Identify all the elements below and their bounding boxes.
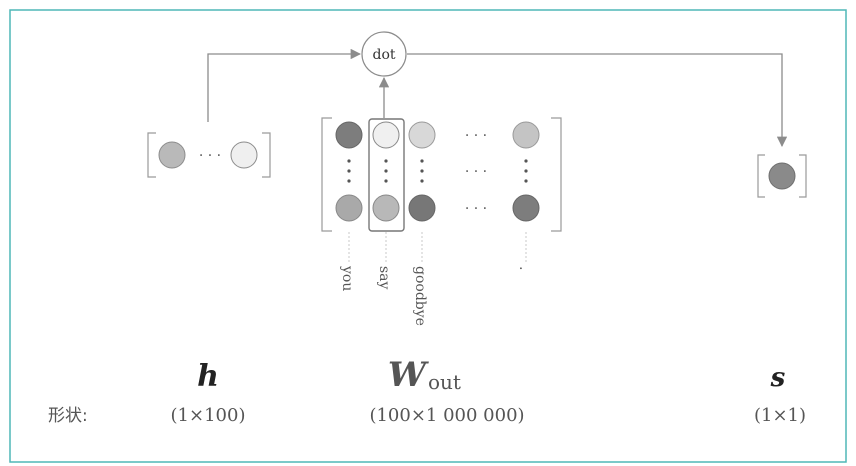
s-left-bracket	[757, 154, 765, 198]
w-left-bracket	[321, 117, 332, 232]
w-cell-top-period	[512, 121, 540, 149]
w-symbol-subscript: out	[428, 370, 461, 394]
w-cell-top-goodbye	[408, 121, 436, 149]
s-shape: (1×1)	[754, 405, 806, 426]
h-vector: · · ·	[147, 132, 271, 178]
arrow-dot-to-s	[407, 53, 788, 148]
s-element	[768, 162, 796, 190]
s-vector	[757, 154, 807, 198]
s-symbol: s	[770, 363, 786, 393]
dot-node: dot	[361, 31, 407, 77]
column-word-goodbye: goodbye	[412, 266, 428, 326]
outer-frame	[9, 9, 847, 463]
column-word-you: you	[339, 265, 355, 291]
w-cell-bottom-goodbye	[408, 194, 436, 222]
w-cell-top-you	[335, 121, 363, 149]
h-shape: (1×100)	[171, 405, 246, 426]
w-vertical-ellipses	[347, 159, 528, 183]
w-cell-bottom-period	[512, 194, 540, 222]
w-shape: (100×1 000 000)	[369, 405, 524, 426]
column-word-say: say	[376, 266, 392, 290]
w-right-bracket	[551, 117, 562, 232]
arrow-h-to-dot	[207, 48, 362, 122]
h-symbol: h	[197, 359, 219, 394]
h-ellipsis: · · ·	[199, 148, 221, 164]
h-last-element	[230, 141, 258, 169]
selected-column-highlight	[368, 118, 405, 232]
s-right-bracket	[799, 154, 807, 198]
h-right-bracket	[262, 132, 271, 178]
w-middle-ellipsis: · · ·	[465, 164, 487, 180]
w-top-ellipsis: · · ·	[465, 128, 487, 144]
h-left-bracket	[147, 132, 156, 178]
column-guide-lines	[348, 232, 527, 262]
shape-row-label: 形状:	[48, 406, 88, 426]
h-first-element	[158, 141, 186, 169]
w-cell-top-say	[372, 121, 400, 149]
w-bottom-ellipsis: · · ·	[465, 201, 487, 217]
w-symbol: W out	[388, 355, 461, 395]
w-matrix: · · · · · · · · · you say goodbye .	[321, 117, 562, 326]
w-cell-bottom-you	[335, 194, 363, 222]
w-symbol-main: W	[388, 355, 429, 395]
w-cell-bottom-say	[372, 194, 400, 222]
column-word-period: .	[516, 266, 532, 270]
dot-label: dot	[372, 47, 395, 63]
